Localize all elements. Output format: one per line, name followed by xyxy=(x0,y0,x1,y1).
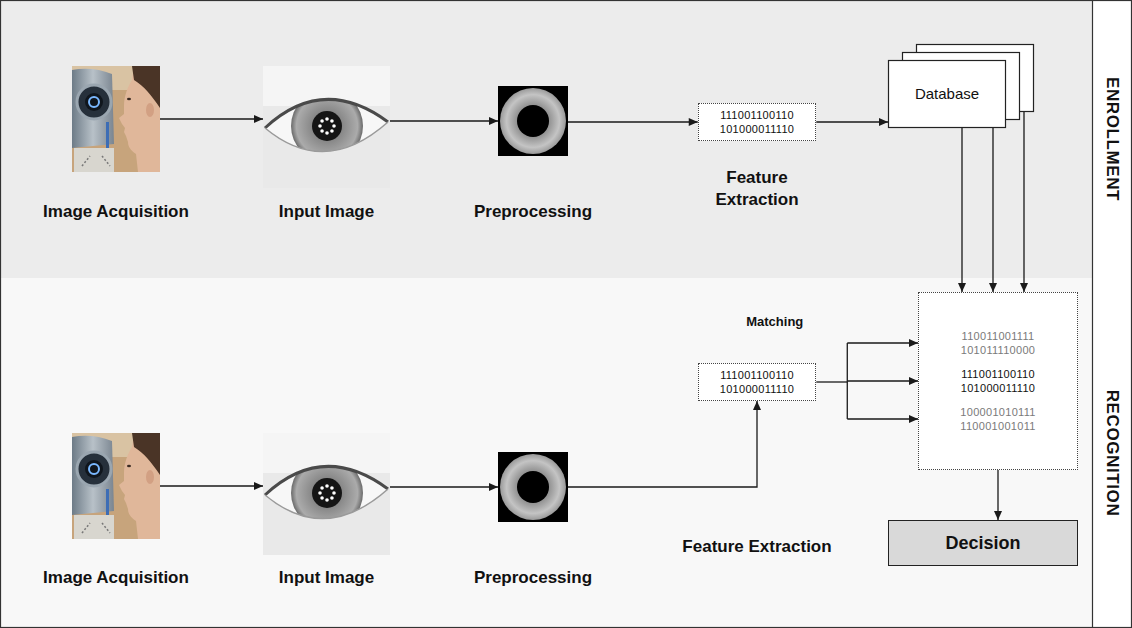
edge-label: Matching xyxy=(744,312,805,332)
arrow-head xyxy=(1020,283,1028,292)
band: RECOGNITION Image Acquisition Input Image P… xyxy=(0,278,1132,628)
band: ENROLLMENT Image Acquisition Input Image Pr… xyxy=(0,0,1132,278)
connector xyxy=(390,117,498,125)
image-step: Input Image xyxy=(263,433,390,588)
side-column: ENROLLMENT xyxy=(1093,0,1132,278)
feature-code: 111001100110 101000011110 xyxy=(698,363,817,401)
image-step: Preprocessing xyxy=(474,452,592,588)
arrow-head xyxy=(489,117,498,125)
band-title: ENROLLMENT xyxy=(1103,77,1123,201)
arrow-head xyxy=(254,115,263,123)
store-label: Database xyxy=(915,85,979,103)
decision-box: Decision xyxy=(888,520,1078,566)
connector xyxy=(160,115,263,123)
arrow-head xyxy=(909,339,918,347)
connector xyxy=(994,470,1002,520)
edge-label-holder: Matching xyxy=(744,312,805,332)
template-code: 100001010111 110001001011 xyxy=(960,405,1035,433)
connector xyxy=(1020,112,1028,292)
connector-line xyxy=(816,121,888,122)
database-label-holder: Database xyxy=(888,60,1006,128)
decision-label: Decision xyxy=(945,532,1020,554)
image-frame xyxy=(72,433,160,539)
arrow-head xyxy=(254,482,263,490)
database-page xyxy=(889,61,1006,128)
connector-line xyxy=(847,342,918,343)
image-step: Image Acquisition xyxy=(43,66,189,222)
connector-line xyxy=(1023,112,1024,292)
matching-box: 110011001111 101011110000 111001100110 10… xyxy=(918,292,1078,470)
connector xyxy=(160,482,263,490)
connector xyxy=(390,483,498,491)
image-step: Preprocessing xyxy=(474,86,592,222)
image-step: Image Acquisition xyxy=(43,433,189,588)
bit-code: 111001100110 101000011110 xyxy=(720,108,795,136)
connector-line xyxy=(992,128,993,292)
image-frame xyxy=(263,433,390,555)
arrow-head xyxy=(489,483,498,491)
feature-box: 111001100110 101000011110 xyxy=(698,103,817,141)
step-caption: Image Acquisition xyxy=(43,202,189,222)
connector xyxy=(568,118,698,126)
step-caption: Input Image xyxy=(279,202,374,222)
database-stack: Database xyxy=(888,44,1034,128)
connector-line xyxy=(390,120,498,121)
arrow-head xyxy=(989,283,997,292)
connector xyxy=(816,339,918,423)
connector-line xyxy=(160,485,263,486)
connector-line xyxy=(961,128,962,292)
step-caption: Preprocessing xyxy=(474,568,592,588)
column-divider xyxy=(1092,0,1093,628)
eye-photo xyxy=(263,66,390,188)
feature-box: 111001100110 101000011110 xyxy=(698,363,817,401)
band-title: RECOGNITION xyxy=(1103,390,1123,517)
arrow-head xyxy=(994,511,1002,520)
connector-line xyxy=(568,121,698,122)
connector xyxy=(816,118,888,126)
image-frame xyxy=(498,86,568,156)
arrow-head xyxy=(909,377,918,385)
connector-line xyxy=(568,401,757,487)
acquisition-photo xyxy=(72,66,160,172)
step-caption: Preprocessing xyxy=(474,202,592,222)
arrow-head xyxy=(753,401,761,410)
arrow-head xyxy=(879,118,888,126)
step-caption: Input Image xyxy=(279,568,374,588)
normalized-iris xyxy=(498,86,568,156)
connector-line xyxy=(847,418,918,419)
arrow-head xyxy=(689,118,698,126)
acquisition-photo xyxy=(72,433,160,539)
connector xyxy=(958,128,966,292)
connector-line xyxy=(160,118,263,119)
edge-label: Feature Extraction xyxy=(680,537,833,557)
eye-photo xyxy=(263,433,390,555)
bit-code: 111001100110 101000011110 xyxy=(720,368,795,396)
connector xyxy=(568,401,761,487)
image-step: Input Image xyxy=(263,66,390,222)
normalized-iris xyxy=(498,452,568,522)
arrow-head xyxy=(958,283,966,292)
recognition-ground xyxy=(0,278,1132,628)
connector xyxy=(989,128,997,292)
step-caption: Image Acquisition xyxy=(43,568,189,588)
connector-line xyxy=(390,486,498,487)
template-code: 110011001111 101011110000 xyxy=(961,329,1036,357)
side-column: RECOGNITION xyxy=(1093,278,1132,628)
image-frame xyxy=(263,66,390,188)
side-column xyxy=(1092,0,1132,628)
edge-label-holder: Feature Extraction xyxy=(680,537,833,557)
image-frame xyxy=(498,452,568,522)
connector-line xyxy=(816,381,847,382)
arrow-head xyxy=(909,415,918,423)
step-caption: Feature Extraction xyxy=(697,167,817,211)
template-code: 111001100110 101000011110 xyxy=(961,367,1036,395)
connector-line xyxy=(847,380,918,381)
feature-code: 111001100110 101000011110Feature Extract… xyxy=(697,103,817,211)
image-frame xyxy=(72,66,160,172)
